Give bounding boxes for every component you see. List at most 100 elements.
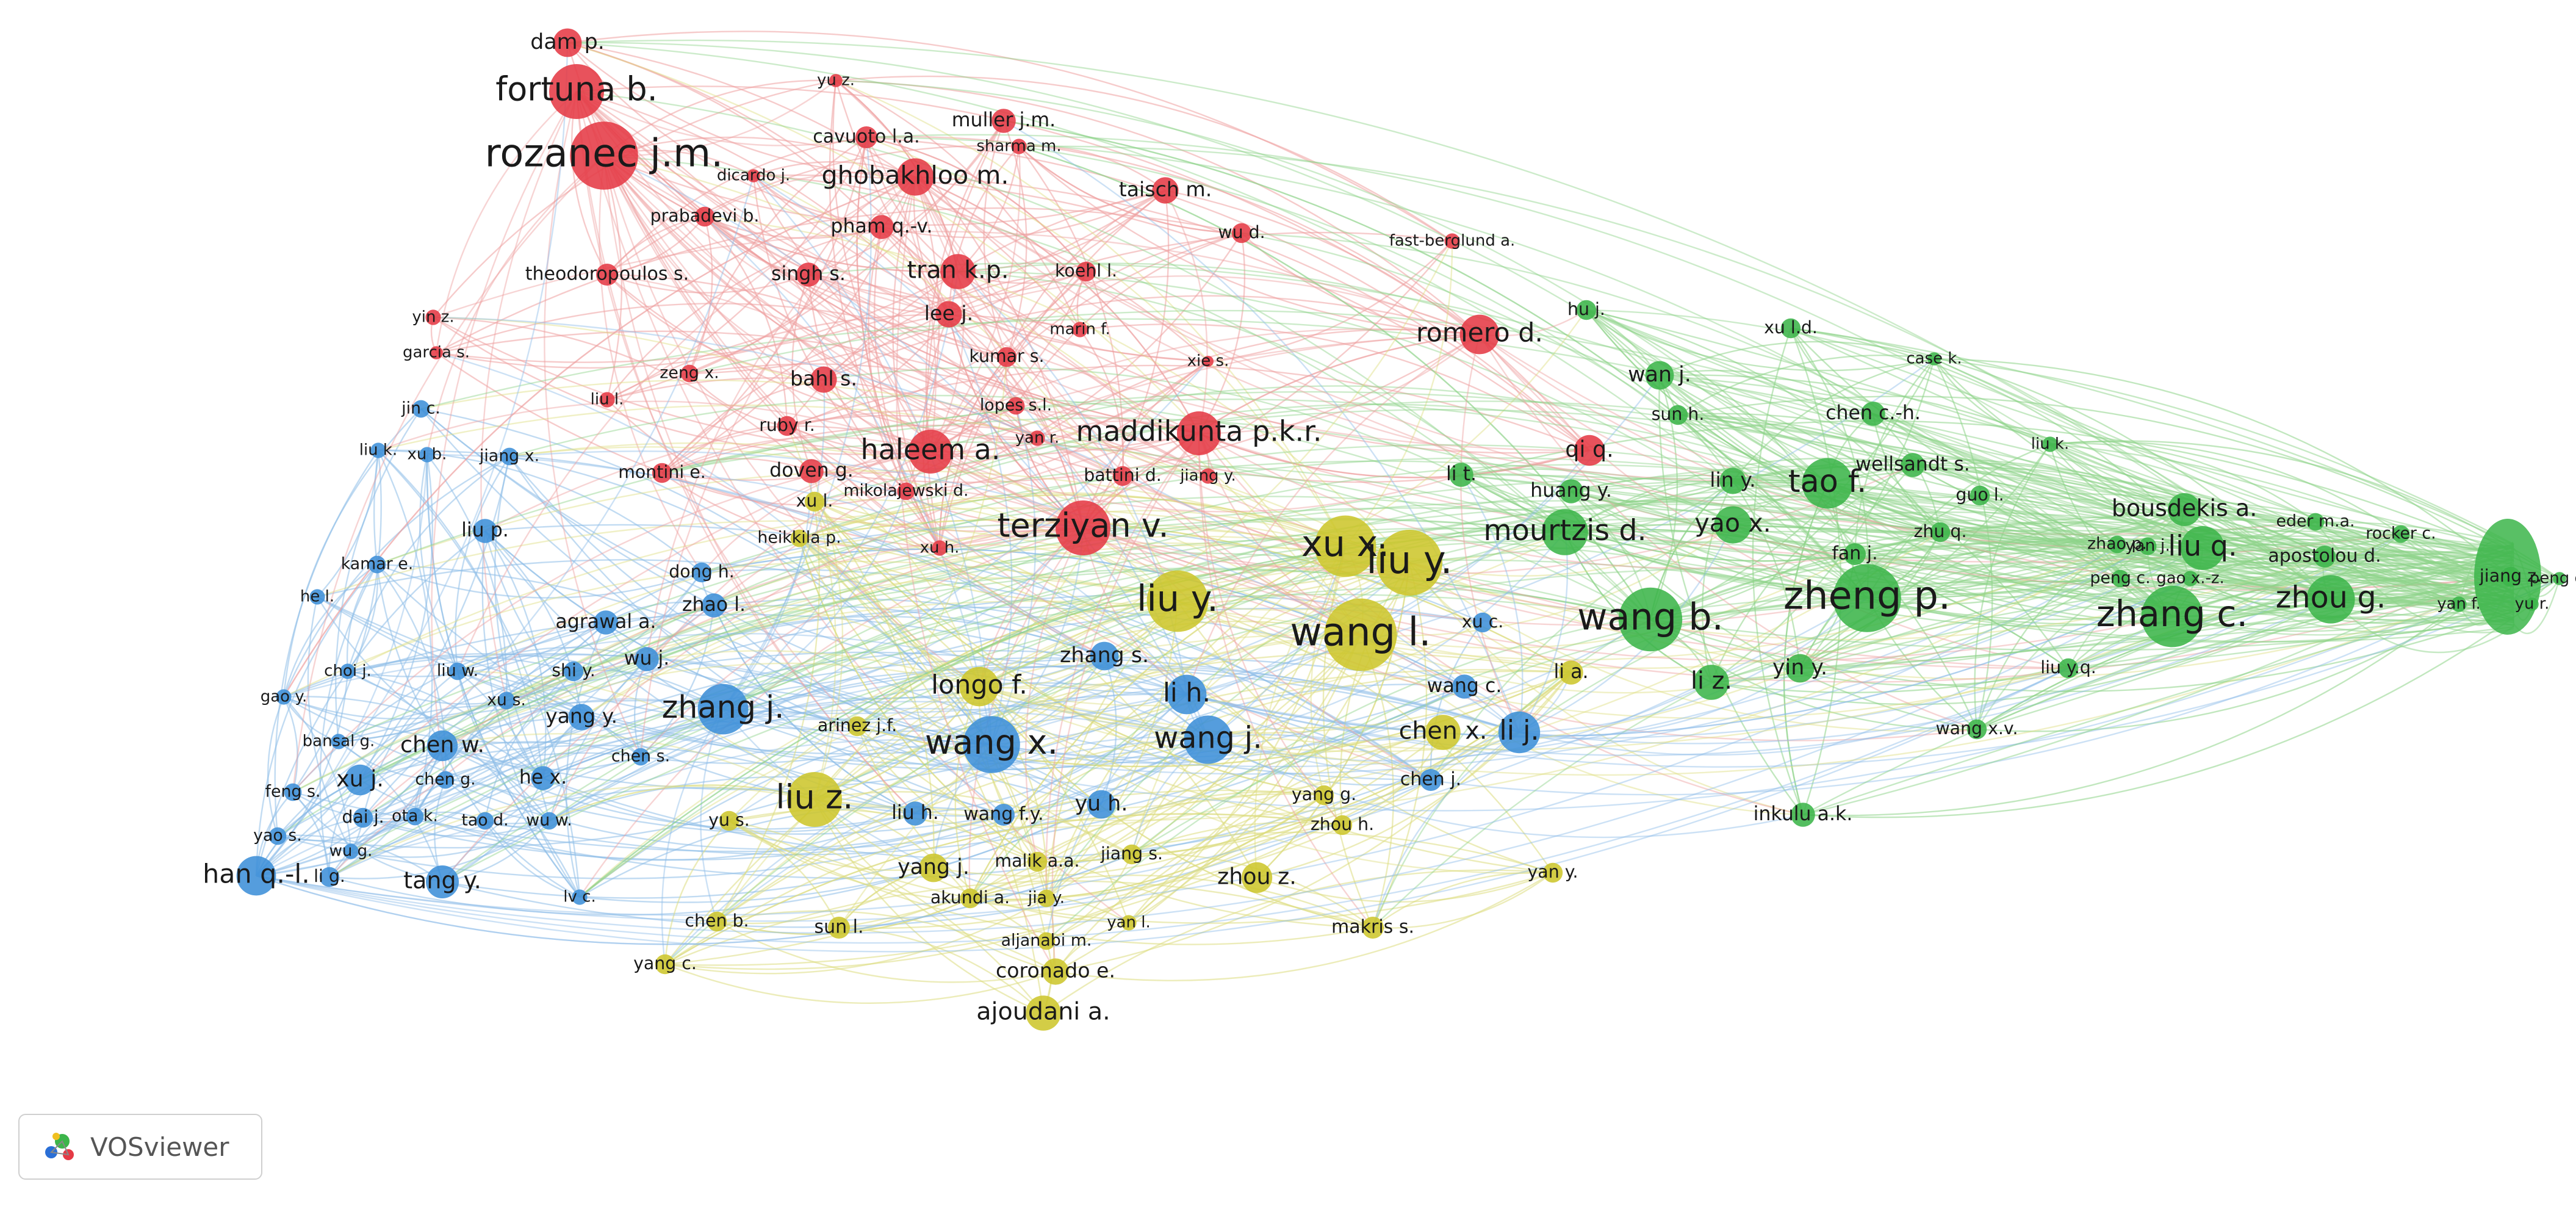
author-node[interactable] <box>707 911 727 932</box>
author-node[interactable] <box>828 917 850 939</box>
author-node[interactable] <box>991 109 1016 133</box>
author-node[interactable] <box>2058 658 2079 679</box>
author-node[interactable] <box>1444 233 1460 249</box>
author-node[interactable] <box>596 264 618 286</box>
author-node[interactable] <box>1152 177 1179 204</box>
author-node[interactable] <box>790 529 808 547</box>
author-node[interactable] <box>655 954 675 975</box>
author-node[interactable] <box>436 771 455 789</box>
author-node[interactable] <box>1029 430 1045 446</box>
author-node[interactable] <box>959 666 999 707</box>
author-node[interactable] <box>1861 402 1885 426</box>
author-node[interactable] <box>897 482 915 500</box>
author-node[interactable] <box>747 169 760 182</box>
author-node[interactable] <box>309 589 325 605</box>
author-node[interactable] <box>2108 535 2126 554</box>
author-node[interactable] <box>1472 612 1493 633</box>
author-node[interactable] <box>1970 485 1990 506</box>
author-node[interactable] <box>319 867 340 887</box>
author-node[interactable] <box>1087 790 1116 819</box>
author-node[interactable] <box>425 309 441 325</box>
author-node[interactable] <box>268 827 287 845</box>
author-node[interactable] <box>1121 915 1137 931</box>
author-node[interactable] <box>368 555 386 574</box>
author-node[interactable] <box>2525 597 2539 611</box>
author-node[interactable] <box>1324 598 1397 671</box>
author-node[interactable] <box>963 716 1020 773</box>
author-node[interactable] <box>331 734 347 749</box>
author-node[interactable] <box>787 772 842 827</box>
author-node[interactable] <box>719 810 739 831</box>
author-node[interactable] <box>370 442 386 458</box>
author-node[interactable] <box>2314 546 2336 568</box>
author-node[interactable] <box>1449 463 1473 487</box>
author-node[interactable] <box>777 416 797 436</box>
author-node[interactable] <box>1042 958 1069 985</box>
author-node[interactable] <box>996 347 1017 367</box>
author-node[interactable] <box>476 812 494 830</box>
author-node[interactable] <box>932 540 948 556</box>
author-node[interactable] <box>497 691 516 710</box>
author-node[interactable] <box>1241 862 1273 893</box>
author-node[interactable] <box>2042 436 2058 452</box>
author-node[interactable] <box>2392 525 2410 543</box>
author-node[interactable] <box>1314 785 1334 806</box>
author-node[interactable] <box>343 843 359 859</box>
author-node[interactable] <box>412 400 430 418</box>
author-node[interactable] <box>796 262 821 287</box>
author-node[interactable] <box>810 366 837 393</box>
author-node[interactable] <box>430 346 443 359</box>
author-node[interactable] <box>1452 674 1477 699</box>
author-node[interactable] <box>570 121 638 190</box>
author-node[interactable] <box>1362 917 1384 939</box>
author-node[interactable] <box>960 888 980 909</box>
author-node[interactable] <box>473 519 497 543</box>
author-node[interactable] <box>426 865 459 898</box>
author-node[interactable] <box>631 748 650 766</box>
author-node[interactable] <box>1668 405 1688 425</box>
author-node[interactable] <box>1425 715 1461 750</box>
author-node[interactable] <box>563 661 584 682</box>
author-node[interactable] <box>572 889 588 905</box>
author-node[interactable] <box>1420 769 1442 791</box>
author-node[interactable] <box>1037 889 1056 908</box>
author-node[interactable] <box>935 301 962 328</box>
author-node[interactable] <box>1785 654 1815 683</box>
author-node[interactable] <box>940 254 976 289</box>
author-node[interactable] <box>1966 719 1987 740</box>
author-node[interactable] <box>1121 844 1142 865</box>
author-node[interactable] <box>847 716 868 737</box>
author-node[interactable] <box>531 766 555 790</box>
author-node[interactable] <box>804 491 825 512</box>
author-node[interactable] <box>1927 352 1941 366</box>
author-node[interactable] <box>1780 318 1801 339</box>
author-node[interactable] <box>340 663 356 679</box>
author-node[interactable] <box>568 704 595 731</box>
author-node[interactable] <box>276 689 292 705</box>
author-node[interactable] <box>1076 261 1096 282</box>
author-node[interactable] <box>1498 711 1541 754</box>
author-node[interactable] <box>353 807 373 828</box>
author-node[interactable] <box>1645 361 1674 390</box>
author-node[interactable] <box>908 430 952 474</box>
author-node[interactable] <box>896 158 934 196</box>
author-node[interactable] <box>553 28 582 57</box>
author-node[interactable] <box>1090 641 1119 671</box>
author-node[interactable] <box>2500 566 2521 587</box>
author-node[interactable] <box>284 783 302 801</box>
author-node[interactable] <box>1576 300 1597 320</box>
author-node[interactable] <box>2306 513 2325 531</box>
author-node[interactable] <box>652 463 672 483</box>
author-node[interactable] <box>540 812 558 830</box>
author-node[interactable] <box>919 853 948 882</box>
author-node[interactable] <box>1056 500 1110 555</box>
author-node[interactable] <box>1200 468 1216 484</box>
author-node[interactable] <box>1146 570 1209 632</box>
author-node[interactable] <box>1618 587 1683 652</box>
author-node[interactable] <box>1026 995 1061 1031</box>
author-node[interactable] <box>1376 530 1442 596</box>
author-node[interactable] <box>702 593 726 618</box>
author-node[interactable] <box>1574 435 1605 466</box>
author-node[interactable] <box>869 215 894 239</box>
